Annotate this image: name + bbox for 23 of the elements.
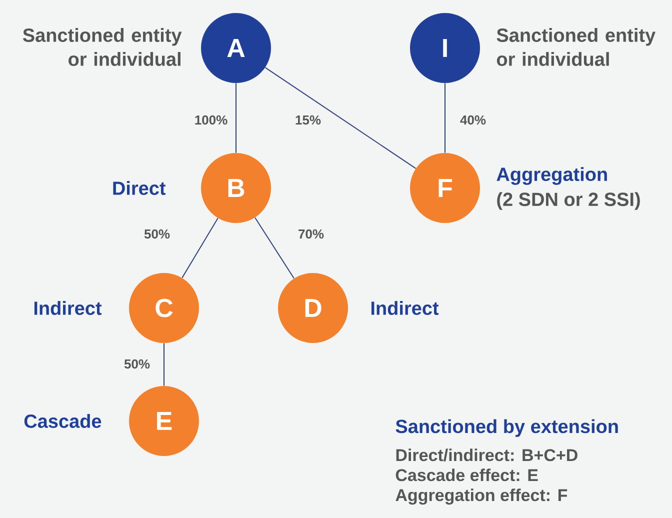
connector-line [254,217,294,279]
node-caption: Indirect [34,301,102,315]
circle-node: C [129,273,199,343]
circle-node: I [410,13,480,83]
summary-text: Cascade effect: E [396,468,538,482]
summary-text: Sanctioned by extension [396,419,618,437]
node-caption: Indirect [371,301,439,315]
circle-node: D [278,273,348,343]
summary-text: Direct/indirect: B+C+D [396,448,578,462]
node-caption: (2 SDN or 2 SSI) [497,192,640,210]
connector-line [444,82,446,154]
circle-node: A [201,13,271,83]
node-caption: Cascade [24,414,102,428]
circle-node: E [129,386,199,456]
summary-text: Aggregation effect: F [396,488,568,505]
node-caption: Aggregation [496,167,607,185]
node-caption: Sanctioned entity or individual [22,28,182,66]
connector-line [264,67,416,169]
connector-line [182,218,218,278]
node-caption: Direct [113,181,166,195]
circle-node: F [410,153,480,223]
circle-node: B [201,153,271,223]
node-caption: Sanctioned entity or individual [496,28,656,66]
